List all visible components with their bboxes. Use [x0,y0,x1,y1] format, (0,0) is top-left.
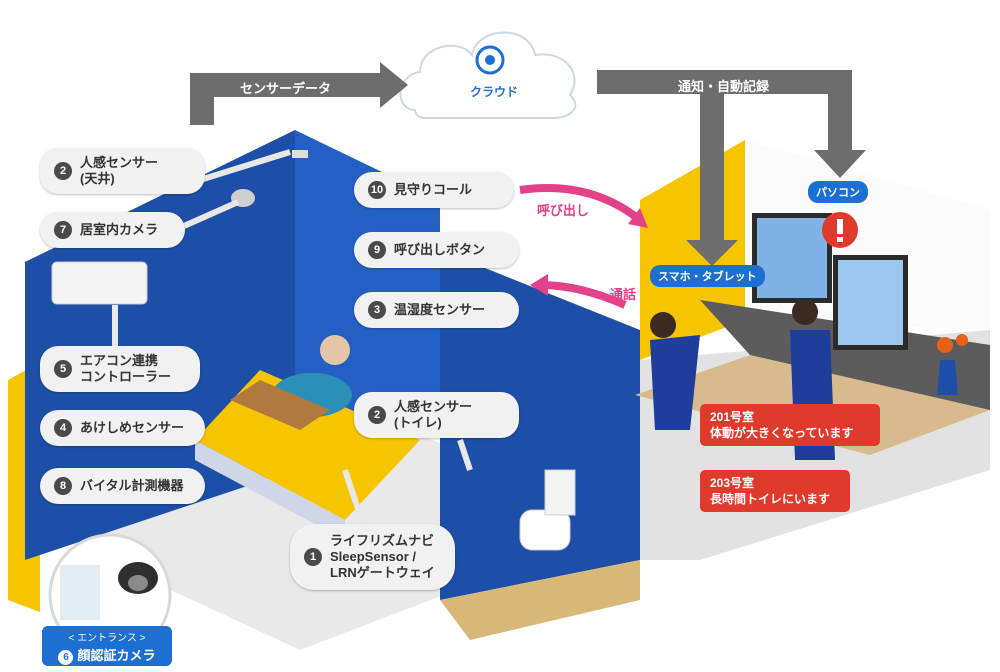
callout-label: 見守りコール [394,182,473,197]
entrance-label: < エントランス > [68,633,146,644]
pointer-2 [173,199,240,233]
callout-toilet-sensor: 2 人感センサー (トイレ) [354,392,519,438]
callout-label: ライフリズムナビ SleepSensor / LRNゲートウェイ [330,533,435,580]
pointer-4 [342,469,368,531]
entrance-number: 6 [58,650,74,665]
toilet-bowl [519,509,571,551]
flower-1 [937,337,953,353]
office-counter [700,300,990,410]
callout-temp-humidity: 3 温湿度センサー [354,292,519,328]
monitor-2-screen [838,260,903,345]
air-conditioner [51,261,148,305]
cloud-icon [399,31,577,119]
callout-number: 8 [54,477,72,495]
callout-door-sensor: 4 あけしめセンサー [40,410,205,446]
callout-label: 人感センサー (トイレ) [394,399,473,430]
pointer-1 [199,149,291,183]
staff-2-head [792,299,818,325]
callout-watch-call: 10 見守りコール [354,172,514,208]
smartphone-tag: スマホ・タブレット [650,265,765,287]
call-arrow [519,184,643,224]
talk-label: 通話 [610,287,637,302]
callout-number: 7 [54,221,72,239]
call-label: 呼び出し [537,203,590,218]
alert-icon-dot [837,237,843,242]
callout-label: 温湿度センサー [394,302,486,317]
toilet-tank [544,469,576,516]
callout-number: 4 [54,419,72,437]
alert-room-201: 201号室 体動が大きくなっています [700,404,880,446]
toilet-floor [440,560,640,640]
callout-number: 1 [304,548,322,566]
monitor-1-screen [757,218,827,298]
ceiling-sensor-device [292,150,308,158]
entrance-camera-lens [128,575,148,591]
callout-number: 5 [54,360,72,378]
staff-1-body [650,335,700,430]
notify-arrow-phone [686,94,738,266]
callout-sleep-sensor: 1 ライフリズムナビ SleepSensor / LRNゲートウェイ [290,524,455,590]
callout-label: エアコン連携 コントローラー [80,353,172,384]
callout-number: 3 [368,301,386,319]
cloud-label: クラウド [470,85,519,99]
callout-label: 居室内カメラ [80,222,159,237]
cloud-logo-dot-icon [485,55,495,65]
talk-arrowhead [530,274,548,296]
notify-label: 通知・自動記録 [678,79,770,94]
callout-label: あけしめセンサー [80,420,185,435]
staff-1-head [650,312,676,338]
toilet-wall [440,250,640,600]
talk-arrow [539,281,627,309]
callout-number: 10 [368,181,386,199]
bed-table [230,380,330,430]
bed-frame [195,440,345,540]
entrance-door [60,565,100,620]
callout-label: バイタル計測機器 [80,478,184,493]
flower-2 [956,334,968,346]
pointer-5 [457,439,473,471]
callout-room-camera: 7 居室内カメラ [40,212,185,248]
notify-arrow-pc [814,94,866,178]
sensor-data-label: センサーデータ [240,81,332,96]
callout-label: 人感センサー (天井) [80,155,159,186]
callout-vital-device: 8 バイタル計測機器 [40,468,205,504]
callout-call-button: 9 呼び出しボタン [354,232,519,268]
callout-label: 呼び出しボタン [394,242,486,257]
callout-ceiling-sensor: 2 人感センサー (天井) [40,148,205,194]
patient-head [320,335,350,365]
callout-number: 2 [368,406,386,424]
callout-ac-controller: 5 エアコン連携 コントローラー [40,346,200,392]
vase-flowers [937,360,958,395]
callout-number: 2 [54,162,72,180]
alert-icon-bar [837,219,843,234]
pc-tag: パソコン [808,181,868,203]
cloud-logo-icon [475,45,505,75]
notify-arrow-top [597,70,852,94]
entrance-camera-name: 顔認証カメラ [77,648,156,663]
sensor-data-arrow [190,62,408,125]
alert-room-203: 203号室 長時間トイレにいます [700,470,850,512]
callout-number: 9 [368,241,386,259]
call-arrowhead [628,208,648,228]
